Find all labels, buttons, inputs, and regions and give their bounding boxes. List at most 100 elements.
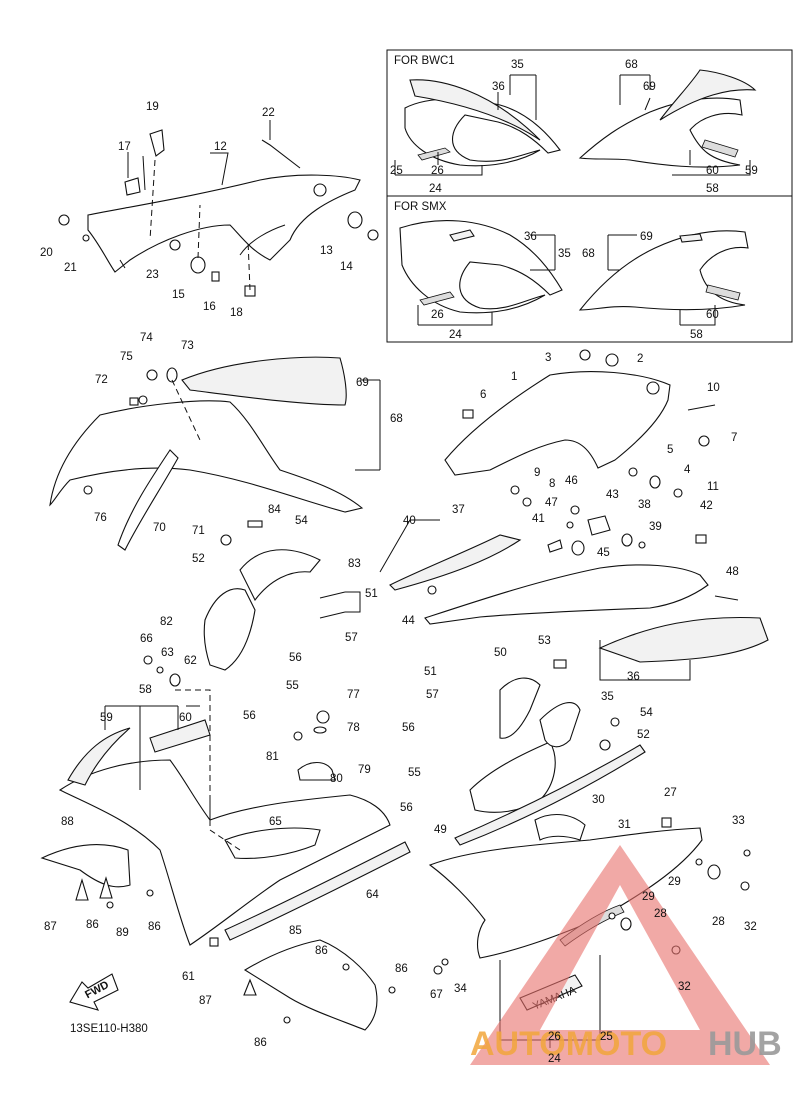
callout-52: 52 <box>192 553 205 565</box>
side-cowl-assembly <box>444 349 716 507</box>
callout-60: 60 <box>179 712 192 724</box>
nut-27 <box>661 817 672 828</box>
callout-49: 49 <box>434 824 447 836</box>
callout-25: 25 <box>600 1031 613 1043</box>
callout-51: 51 <box>424 666 437 678</box>
callout-6: 6 <box>480 389 486 401</box>
screw-77 <box>316 710 330 724</box>
callout-68: 68 <box>390 413 403 425</box>
callout-75: 75 <box>120 351 133 363</box>
callout-73: 73 <box>181 340 194 352</box>
callout-35: 35 <box>601 691 614 703</box>
bwc1-right-decal <box>659 69 757 121</box>
callout-89: 89 <box>116 927 129 939</box>
callout-3: 3 <box>545 352 551 364</box>
watermark: AUTOMOTO HUB <box>470 845 782 1065</box>
bwc1-right-cowl <box>578 97 743 168</box>
callout-87: 87 <box>44 921 57 933</box>
callout-4: 4 <box>684 464 691 476</box>
grommet-73 <box>166 367 178 383</box>
clip-53 <box>553 659 567 669</box>
windshield-69 <box>181 356 347 406</box>
rivet-87a <box>75 878 89 901</box>
callout-36: 36 <box>492 81 505 93</box>
washer-21 <box>82 234 90 242</box>
decal-36 <box>598 616 769 663</box>
washer-34 <box>441 958 449 966</box>
upper-cowl-68 <box>49 400 364 513</box>
smx-right-stripe <box>705 284 741 301</box>
callout-67: 67 <box>430 989 443 1001</box>
under-cowl-dashed-guide <box>209 800 241 851</box>
side-bracket-assembly <box>143 520 361 830</box>
smx-left-cowl <box>399 220 563 314</box>
inner-bracket-assembly <box>454 659 646 846</box>
callout-59: 59 <box>100 712 113 724</box>
screw-3 <box>579 349 591 361</box>
grommet-2 <box>605 353 619 367</box>
clip-89 <box>106 901 114 909</box>
screw-46 <box>570 505 580 515</box>
bracket-79 <box>297 761 336 781</box>
callout-70: 70 <box>153 522 166 534</box>
watermark-triangle <box>470 845 770 1065</box>
trim-strip-30 <box>454 744 646 846</box>
callout-24: 24 <box>429 183 442 195</box>
callout-86: 86 <box>148 921 161 933</box>
clip-84 <box>247 520 263 528</box>
screw-81 <box>293 731 303 741</box>
screw-33 <box>743 849 751 857</box>
callout-26: 26 <box>548 1031 561 1043</box>
screw-54b <box>610 717 620 727</box>
bracket-83 <box>239 549 321 602</box>
callout-23: 23 <box>146 269 159 281</box>
callout-61: 61 <box>182 971 195 983</box>
callout-24: 24 <box>548 1053 561 1065</box>
callout-69: 69 <box>356 377 369 389</box>
variant-inset-panel: FOR BWC1 FOR SMX <box>386 49 793 343</box>
callout-54: 54 <box>640 707 653 719</box>
screw-66 <box>143 655 153 665</box>
air-scoop-12 <box>87 174 361 273</box>
callout-56: 56 <box>402 722 415 734</box>
callout-54: 54 <box>295 515 308 527</box>
callout-5: 5 <box>667 444 673 456</box>
upper-cowl-assembly <box>49 356 381 551</box>
washer-9 <box>510 485 520 495</box>
cowl-leaders <box>355 379 381 471</box>
callout-60: 60 <box>706 309 719 321</box>
lower-cowl-58 <box>58 759 391 946</box>
clip-86d <box>388 986 396 994</box>
bolt-10 <box>687 404 716 411</box>
bracket-leaders <box>319 591 361 619</box>
screw-67 <box>433 965 443 975</box>
callout-63: 63 <box>161 647 174 659</box>
callout-71: 71 <box>192 525 205 537</box>
callout-88: 88 <box>61 816 74 828</box>
callout-36: 36 <box>524 231 537 243</box>
callout-18: 18 <box>230 307 243 319</box>
callout-35: 35 <box>511 59 524 71</box>
collar-29b <box>608 912 616 920</box>
scoop-grommet <box>313 183 327 197</box>
lower-panel-85 <box>243 939 378 1031</box>
collar-29a <box>695 858 703 866</box>
nut-52b <box>599 739 611 751</box>
callout-78: 78 <box>347 722 360 734</box>
inner-panel-70 <box>117 449 179 551</box>
damper-15 <box>190 256 206 274</box>
smx-left-stripe <box>419 291 455 306</box>
nut-17 <box>124 177 141 196</box>
callout-68: 68 <box>625 59 638 71</box>
nut-61 <box>209 937 219 947</box>
screw-44 <box>427 585 437 595</box>
callout-74: 74 <box>140 332 153 344</box>
callout-12: 12 <box>214 141 227 153</box>
callout-1: 1 <box>511 371 517 383</box>
callout-28: 28 <box>712 916 725 928</box>
callout-56: 56 <box>289 652 302 664</box>
watermark-part2: HUB <box>708 1025 782 1063</box>
damper-62 <box>169 673 181 687</box>
callout-43: 43 <box>606 489 619 501</box>
